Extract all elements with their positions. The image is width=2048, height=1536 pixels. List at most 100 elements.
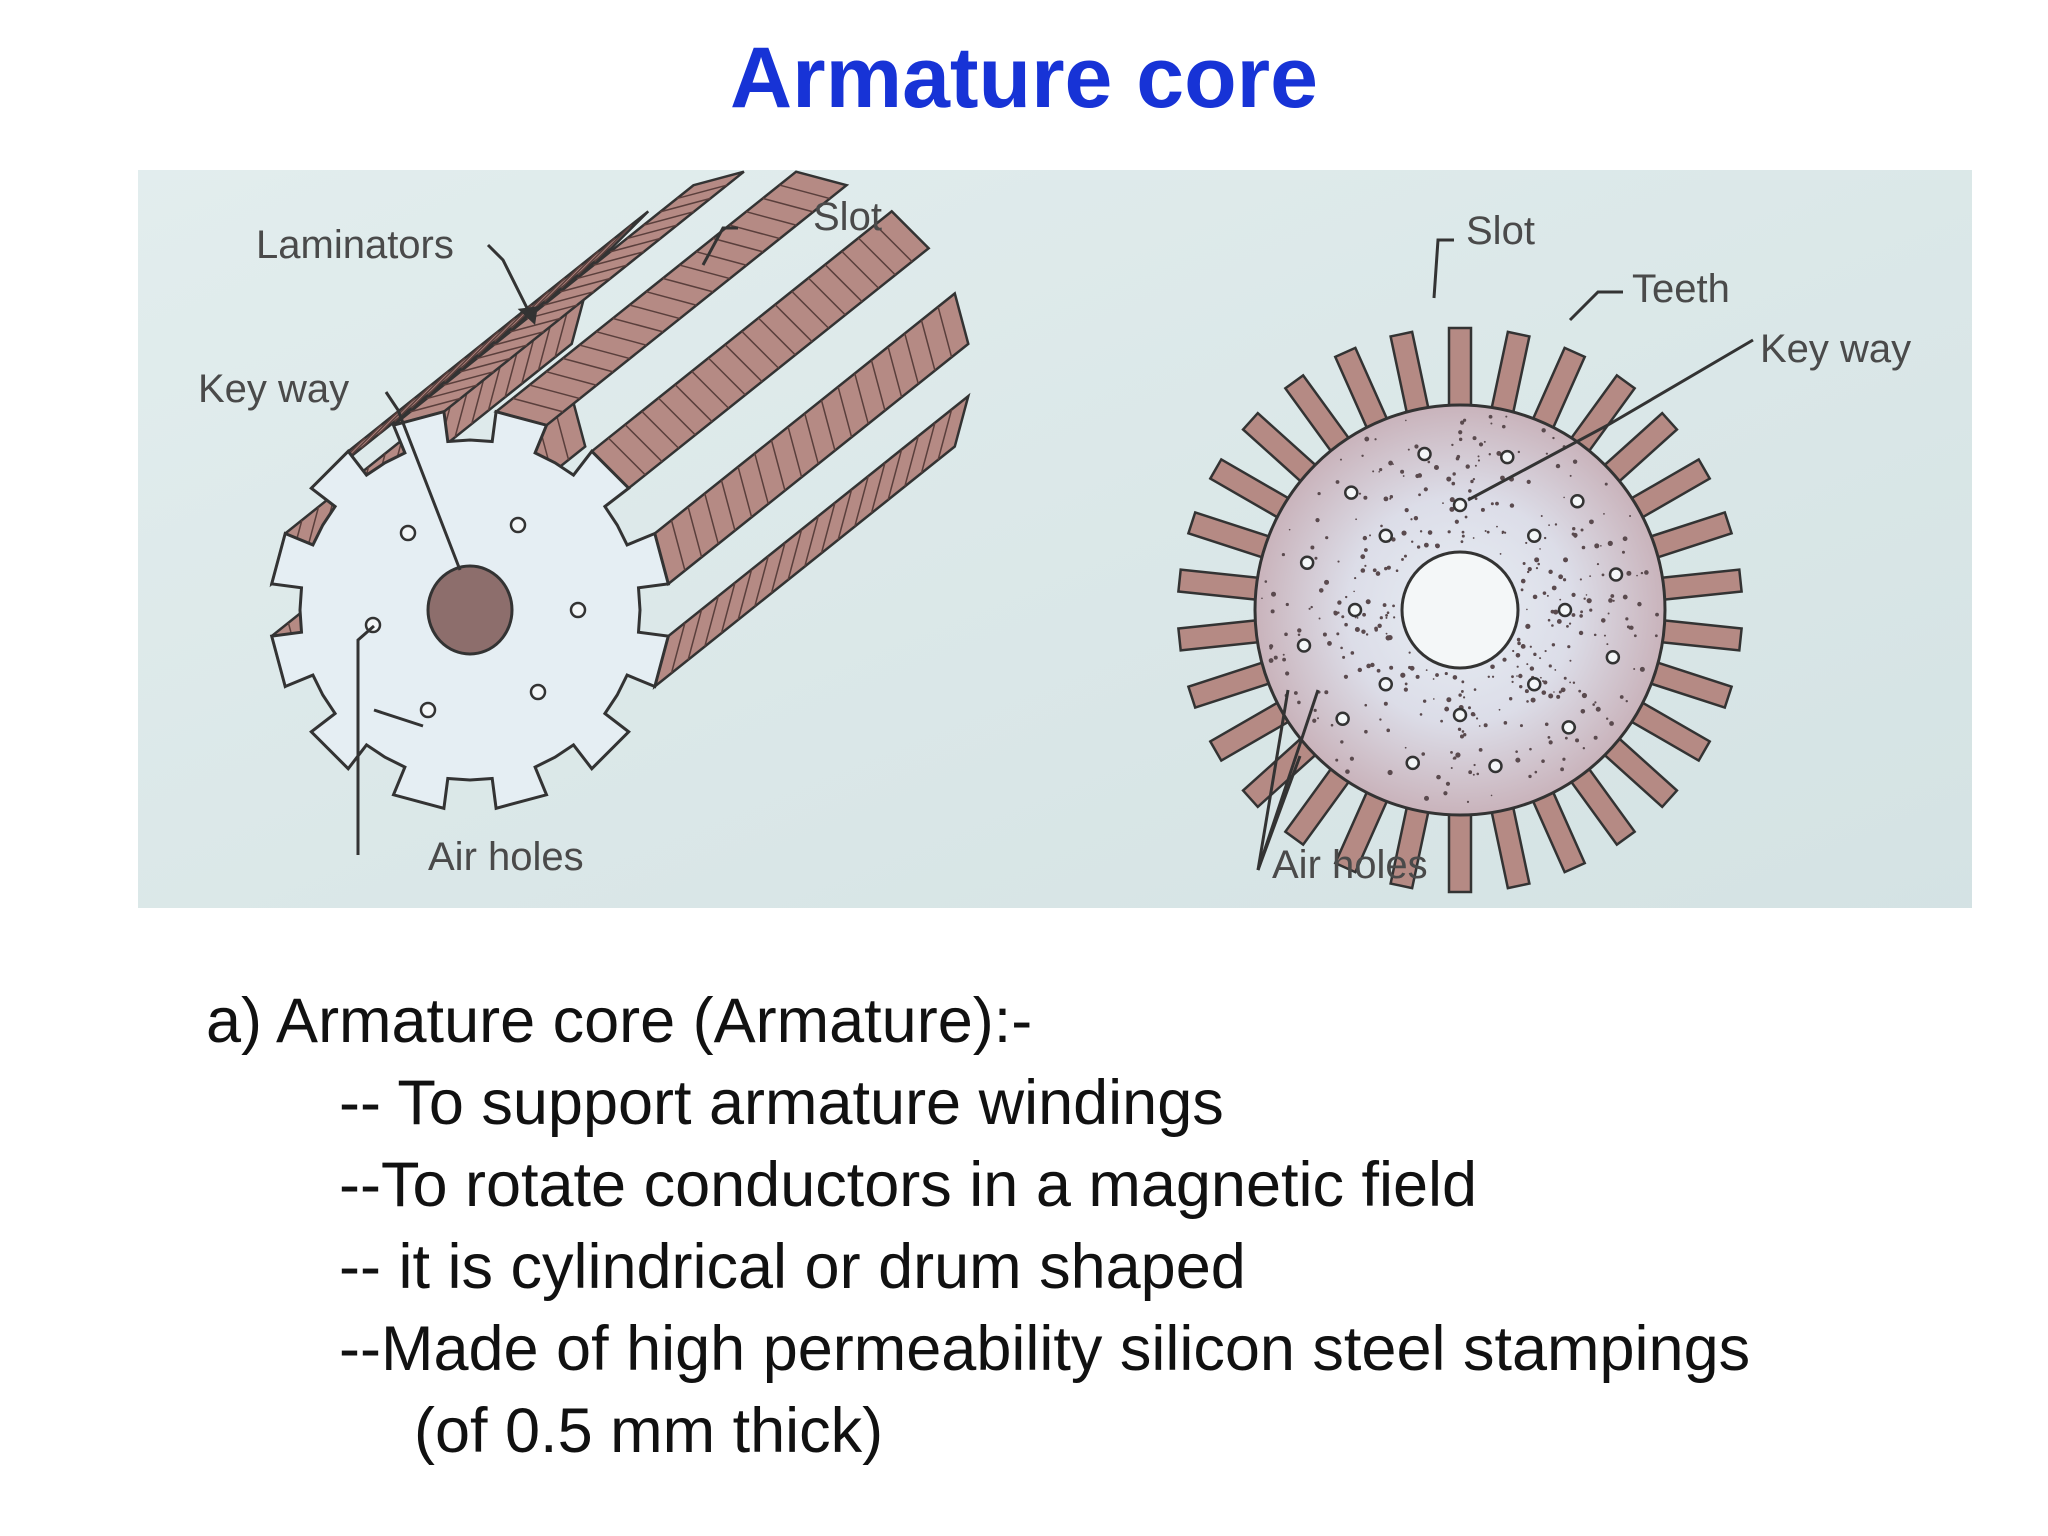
disc-speckle	[1404, 746, 1407, 749]
disc-speckle	[1364, 436, 1370, 442]
disc-speckle	[1419, 530, 1423, 533]
lamination-hatch	[645, 290, 697, 306]
disc-speckle	[1308, 607, 1311, 610]
disc-speckle	[1404, 507, 1409, 513]
disc-speckle	[1572, 681, 1576, 684]
disc-speckle	[1386, 728, 1391, 733]
disc-speckle	[1365, 599, 1371, 605]
disc-speckle	[1464, 515, 1468, 519]
lamination-hatch	[687, 609, 703, 661]
disc-speckle	[1486, 530, 1490, 534]
disc-speckle	[1461, 530, 1465, 534]
disc-air-hole	[1570, 494, 1585, 509]
disc-speckle	[1440, 719, 1444, 723]
disc-speckle	[1434, 543, 1439, 548]
disc-speckle	[1515, 652, 1521, 658]
disc-speckle	[1354, 576, 1357, 580]
disc-speckle	[1384, 566, 1388, 571]
disc-speckle	[1530, 697, 1536, 703]
lamination-hatch	[674, 384, 713, 423]
disc-speckle	[1559, 598, 1562, 601]
disc-speckle	[1654, 634, 1658, 638]
disc-speckle	[1625, 617, 1629, 621]
disc-speckle	[1555, 463, 1561, 469]
disc-speckle	[1483, 440, 1486, 443]
disc-speckle	[1520, 588, 1524, 592]
lamination-hatch	[459, 357, 511, 373]
lamination-hatch	[820, 399, 836, 451]
disc-speckle	[1443, 791, 1448, 796]
disc-speckle	[1387, 634, 1393, 641]
disc-air-hole	[1378, 528, 1394, 544]
lamination-hatch	[757, 317, 796, 356]
disc-speckle	[1378, 470, 1380, 473]
label-air-holes-right: Air holes	[1272, 843, 1428, 887]
disc-speckle	[1490, 422, 1493, 425]
disc-speckle	[1579, 614, 1583, 618]
lamination-hatch	[595, 330, 647, 346]
disc-speckle	[1416, 545, 1421, 549]
disc-speckle	[1370, 662, 1375, 668]
disc-air-hole	[1452, 707, 1468, 723]
disc-speckle	[1461, 730, 1465, 733]
disc-speckle	[1539, 548, 1541, 550]
disc-speckle	[1504, 531, 1507, 534]
disc-speckle	[1354, 626, 1360, 632]
air-holes-left	[364, 516, 587, 719]
disc-speckle	[1586, 598, 1592, 604]
disc-speckle	[1512, 649, 1515, 653]
stamping-disc-drawing: Slot Teeth Key way Air holes	[1177, 209, 1911, 894]
lamination-hatch	[937, 409, 953, 461]
disc-speckle	[1511, 680, 1514, 683]
disc-speckle	[1285, 671, 1290, 676]
disc-speckle	[1433, 465, 1439, 471]
disc-speckle	[1542, 591, 1547, 595]
lamination-hatch	[874, 224, 913, 263]
disc-speckle	[1477, 459, 1481, 462]
disc-speckle	[1568, 622, 1572, 625]
disc-speckle	[1571, 592, 1576, 597]
disc-speckle	[1515, 750, 1518, 753]
disc-speckle	[1605, 717, 1609, 720]
description-point: -- To support armature windings	[339, 1068, 1224, 1138]
disc-speckle	[1372, 568, 1377, 573]
lamination-hatch	[887, 346, 903, 398]
disc-speckle	[1502, 657, 1507, 662]
disc-speckle	[1601, 573, 1605, 577]
disc-speckle	[1546, 594, 1549, 597]
disc-speckle	[1333, 610, 1338, 615]
disc-speckle	[1403, 687, 1408, 692]
disc-speckle	[1571, 613, 1576, 617]
disc-speckle	[1498, 708, 1501, 711]
disc-air-hole	[1405, 755, 1420, 771]
disc-speckle	[1449, 506, 1455, 512]
disc-speckle	[1610, 594, 1615, 598]
disc-speckle	[1595, 706, 1601, 712]
disc-speckle	[1596, 562, 1600, 566]
disc-speckle	[1626, 625, 1630, 629]
disc-speckle	[1452, 675, 1458, 680]
disc-speckle	[1310, 545, 1315, 550]
disc-speckle	[1526, 608, 1528, 611]
disc-speckle	[1517, 450, 1521, 454]
disc-speckle	[1325, 536, 1329, 540]
disc-speckle	[1490, 664, 1495, 670]
disc-speckle	[1385, 632, 1388, 635]
lamination-hatch	[641, 410, 680, 449]
label-key-way-left: Key way	[198, 367, 349, 411]
disc-speckle	[1317, 491, 1321, 496]
disc-speckle	[1388, 460, 1393, 466]
disc-speckle	[1537, 562, 1540, 566]
disc-speckle	[1490, 502, 1494, 506]
disc-speckle	[1366, 663, 1371, 669]
disc-speckle	[1312, 718, 1317, 723]
disc-speckle	[1472, 537, 1475, 539]
disc-speckle	[1572, 459, 1578, 464]
disc-speckle	[1462, 696, 1466, 699]
disc-speckle	[1581, 692, 1588, 699]
disc-air-hole	[1526, 676, 1542, 692]
disc-speckle	[1377, 623, 1382, 629]
disc-speckle	[1621, 550, 1625, 554]
disc-speckle	[1402, 475, 1405, 477]
disc-speckle	[1473, 688, 1477, 691]
